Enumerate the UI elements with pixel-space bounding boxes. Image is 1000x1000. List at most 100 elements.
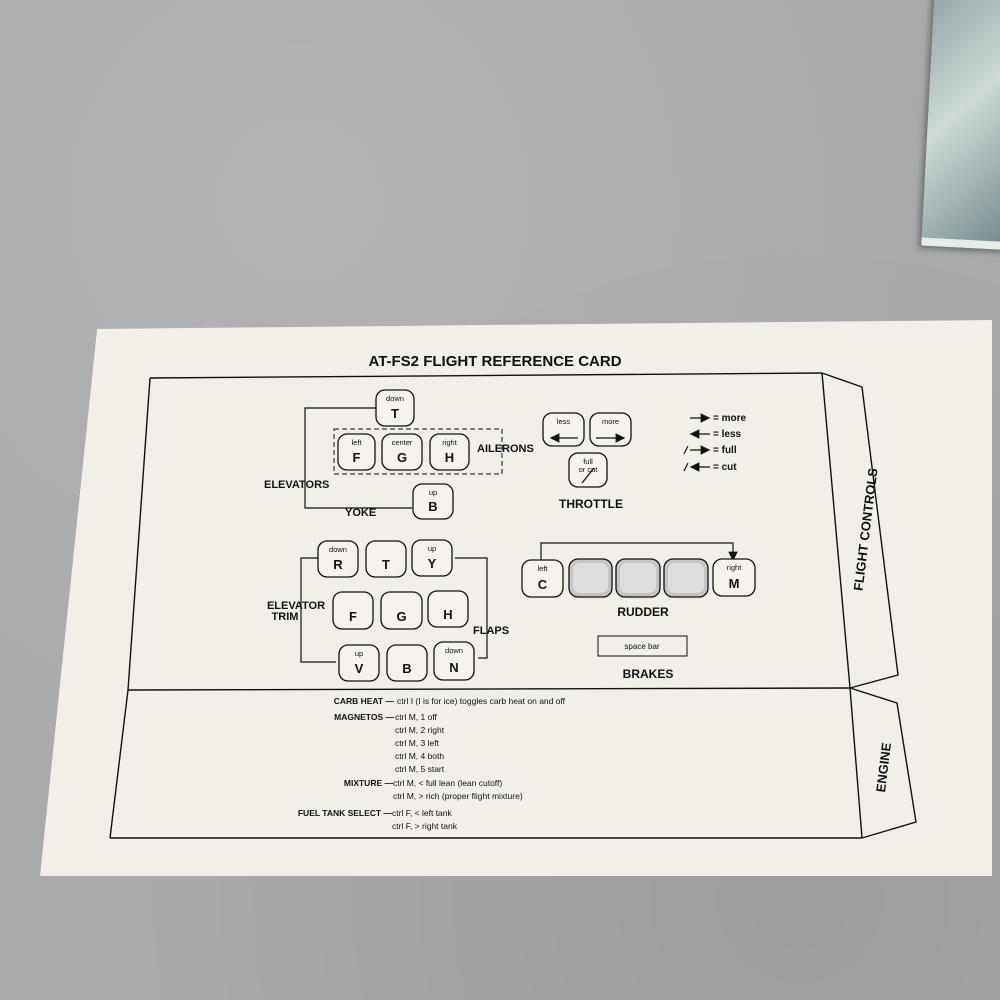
- tab-flight-controls: FLIGHT CONTROLS: [851, 467, 881, 592]
- brakes-label: BRAKES: [623, 667, 674, 681]
- keycap-outline: [429, 433, 470, 471]
- keycap-sublabel: up: [355, 649, 363, 658]
- keycap: H: [427, 590, 469, 628]
- keycap-letter: C: [538, 577, 548, 592]
- keycap: B: [386, 644, 428, 682]
- keycap-sublabel: or cut: [579, 465, 599, 474]
- keycap-outline: [411, 539, 453, 577]
- keycap-letter: F: [349, 609, 357, 624]
- flaps-bracket: [455, 557, 488, 659]
- keycap-sublabel: center: [392, 438, 413, 447]
- card-frame: [109, 372, 917, 839]
- keycap-letter: G: [396, 609, 406, 624]
- space-bar-label: space bar: [624, 642, 659, 651]
- blank-keycap: [663, 558, 709, 598]
- legend-text: = full: [713, 445, 737, 456]
- space-bar-key: [597, 635, 688, 657]
- magnetos-line: ctrl M, 1 off: [395, 712, 438, 722]
- keycap-sublabel: down: [445, 646, 463, 655]
- keycap: upV: [338, 644, 380, 682]
- keycap-letter: M: [729, 576, 740, 591]
- keycap-sublabel: full: [583, 457, 593, 466]
- ailerons-label: AILERONS: [477, 443, 534, 455]
- throttle-label: THROTTLE: [559, 497, 623, 511]
- keycap: T: [365, 540, 407, 578]
- keycap-outline: [386, 644, 428, 682]
- keycap-face: [668, 563, 704, 593]
- trim-bracket: [300, 557, 336, 663]
- keycap-letter: R: [333, 557, 343, 572]
- legend-text: = less: [713, 429, 742, 440]
- slash-icon: [581, 467, 595, 484]
- fuel-tank-select-label: FUEL TANK SELECT —: [298, 808, 393, 818]
- carb-heat-label: CARB HEAT —: [334, 696, 395, 706]
- keycap-sublabel: up: [429, 488, 437, 497]
- keycap-sublabel: right: [727, 563, 743, 572]
- throttle-legend: = more= less= full= cut: [683, 413, 747, 473]
- keycap: G: [380, 591, 423, 630]
- slash-icon: [683, 445, 689, 455]
- keycap-sublabel: right: [442, 438, 458, 447]
- blank-keycap: [568, 558, 613, 598]
- keycap-letter: G: [397, 450, 407, 465]
- keycap-outline: [338, 644, 380, 682]
- keycap: upB: [412, 483, 454, 520]
- keycap-letter: H: [445, 450, 454, 465]
- magnetos-line: ctrl M, 2 right: [395, 725, 445, 735]
- keycap-outline: [317, 540, 359, 578]
- keycap: more: [589, 412, 632, 447]
- keycap-face: [573, 563, 608, 593]
- brakes-section: space bar BRAKES: [597, 635, 688, 681]
- legend-text: = more: [713, 413, 747, 424]
- keycap-letter: T: [382, 557, 390, 572]
- keycap-outline: [433, 641, 475, 681]
- elevators-label: ELEVATORS: [264, 479, 329, 491]
- fuel-tank-line: ctrl F, > right tank: [392, 821, 458, 831]
- magnetos-line: ctrl M, 3 left: [395, 738, 440, 748]
- fuel-tank-line: ctrl F, < left tank: [392, 808, 453, 818]
- keycap-sublabel: more: [602, 417, 619, 426]
- keycap-letter: F: [353, 450, 361, 465]
- card-title: AT-FS2 FLIGHT REFERENCE CARD: [368, 353, 621, 370]
- keycap: upY: [411, 539, 453, 577]
- keycap-outline: [521, 559, 564, 598]
- keycap-outline: [712, 558, 756, 597]
- keycap-outline: [375, 389, 415, 427]
- keycap-letter: H: [443, 607, 452, 622]
- magnetos-line: ctrl M, 4 both: [395, 751, 444, 761]
- keycap-outline: [380, 591, 423, 630]
- elevator-trim-label-line1: ELEVATOR: [267, 600, 325, 612]
- keycap: F: [332, 591, 374, 630]
- keycap-sublabel: up: [428, 544, 436, 553]
- mixture-label: MIXTURE —: [344, 778, 394, 788]
- keycap: less: [542, 412, 585, 447]
- engine-section: CARB HEAT — ctrl I (I is for ice) toggle…: [298, 696, 566, 831]
- rudder-label: RUDDER: [617, 605, 669, 619]
- flaps-label: FLAPS: [473, 625, 509, 637]
- keycap-outline: [337, 433, 376, 471]
- keycap-outline: [365, 540, 407, 578]
- ailerons-box: [333, 428, 503, 475]
- carb-heat-text: ctrl I (I is for ice) toggles carb heat …: [397, 696, 566, 706]
- blank-keycap: [615, 558, 661, 598]
- elevator-trim-label-line2: TRIM: [272, 611, 299, 623]
- mixture-line: ctrl M, > rich (proper flight mixture): [393, 791, 523, 801]
- keycap-sublabel: down: [329, 545, 347, 554]
- keycap-outline: [381, 433, 423, 471]
- magnetos-line: ctrl M, 5 start: [395, 764, 445, 774]
- yoke-label: YOKE: [345, 507, 376, 519]
- magnetos-label: MAGNETOS —: [334, 712, 394, 722]
- keycap-sublabel: down: [386, 394, 404, 403]
- keycap-letter: N: [449, 660, 458, 675]
